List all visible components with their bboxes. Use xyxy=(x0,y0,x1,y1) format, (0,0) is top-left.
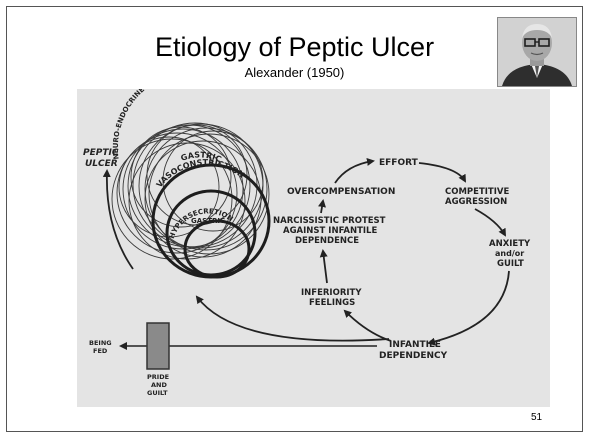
pride-label: PRIDE xyxy=(147,373,169,381)
portrait-illustration xyxy=(498,18,576,86)
gastric-hyper-label-1: GASTRIC xyxy=(191,217,225,225)
narcissistic-label-2: AGAINST INFANTILE xyxy=(283,226,377,236)
etiology-diagram-svg: NEURO-ENDOCRINE SYSTEMS GASTRIC VASOCONS… xyxy=(77,89,550,407)
arrow-narcissistic-overcompensation xyxy=(321,201,323,213)
anxiety-label: ANXIETY xyxy=(489,239,531,249)
ulcer-label: ULCER xyxy=(85,159,118,169)
arrow-overcompensation-effort xyxy=(335,161,373,183)
aggression-label: AGGRESSION xyxy=(445,197,507,207)
arrow-anxiety-dependency xyxy=(429,271,509,343)
page-number: 51 xyxy=(531,412,542,423)
being-label: BEING xyxy=(89,339,112,347)
and-label: AND xyxy=(151,381,167,389)
narcissistic-label-1: NARCISSISTIC PROTEST xyxy=(273,216,386,226)
slide: Etiology of Peptic Ulcer Alexander (1950… xyxy=(6,6,583,432)
arrow-dependency-inferiority xyxy=(345,311,391,341)
feelings-label: FEELINGS xyxy=(309,298,355,308)
portrait-photo xyxy=(497,17,577,87)
guilt-box-label: GUILT xyxy=(147,389,168,397)
arrow-competitive-anxiety xyxy=(475,209,505,235)
pride-guilt-box xyxy=(147,323,169,369)
overcompensation-label: OVERCOMPENSATION xyxy=(287,187,395,197)
dependency-label: DEPENDENCY xyxy=(379,351,448,361)
slide-subtitle: Alexander (1950) xyxy=(7,65,582,80)
neuro-endocrine-label: NEURO-ENDOCRINE SYSTEMS xyxy=(112,89,181,160)
narcissistic-label-3: DEPENDENCE xyxy=(295,236,359,246)
fed-label: FED xyxy=(93,347,108,355)
peptic-ulcer-arrow xyxy=(107,171,133,269)
competitive-label: COMPETITIVE xyxy=(445,187,509,197)
arrow-inferiority-narcissistic xyxy=(323,251,327,283)
etiology-diagram: NEURO-ENDOCRINE SYSTEMS GASTRIC VASOCONS… xyxy=(77,89,550,407)
arrow-dependency-circles xyxy=(197,297,389,341)
and-or-label: and/or xyxy=(495,249,524,258)
slide-title: Etiology of Peptic Ulcer xyxy=(7,32,582,63)
arrow-effort-competitive xyxy=(419,163,465,181)
effort-label: EFFORT xyxy=(379,158,419,168)
peptic-label: PEPTIC xyxy=(83,148,119,158)
guilt-label: GUILT xyxy=(497,259,524,269)
inferiority-label: INFERIORITY xyxy=(301,288,362,298)
